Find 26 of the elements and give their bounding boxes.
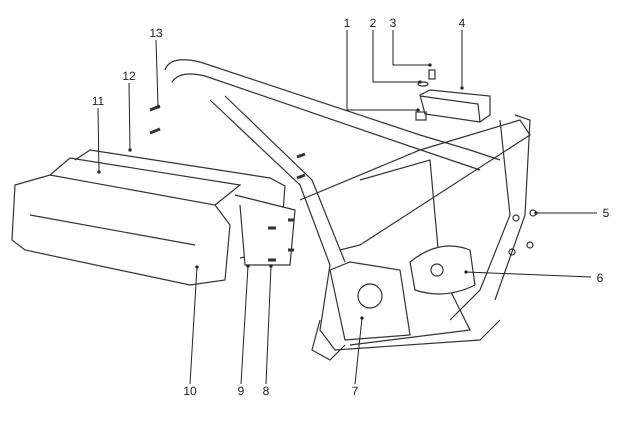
callout-number: 10 [181,384,199,398]
callout-number: 8 [257,384,275,398]
leader-line [354,316,364,384]
leader-line [97,108,101,174]
leader-line [464,270,592,278]
callout-number: 4 [453,16,471,30]
leader-line [534,211,598,215]
leader-line [372,30,422,84]
leader-line [240,264,250,384]
leader-line [190,265,199,384]
callout-number: 6 [591,271,609,285]
leader-line [128,82,132,152]
leader-line [266,264,273,384]
callout-number: 12 [120,69,138,83]
leader-line [156,40,160,109]
callout-number: 9 [232,384,250,398]
callout-number: 13 [147,26,165,40]
callout-number: 3 [384,16,402,30]
callout-number: 11 [89,94,107,108]
callout-number: 7 [346,384,364,398]
leader-line [460,30,464,90]
callout-number: 2 [364,16,382,30]
callout-number: 1 [338,16,356,30]
leader-line [392,30,432,67]
leader-line [346,30,420,112]
callout-number: 5 [597,206,615,220]
